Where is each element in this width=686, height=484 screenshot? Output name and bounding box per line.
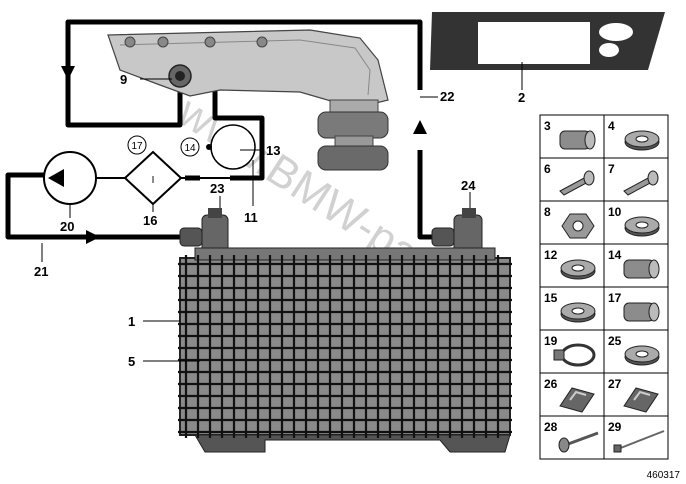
part-cell-29: 29 — [603, 415, 669, 460]
callout-20: 20 — [60, 219, 74, 234]
callout-11: 11 — [244, 210, 258, 225]
callout-24: 24 — [461, 178, 476, 193]
oil-line-11a — [212, 85, 265, 181]
filter-symbol-text: I — [152, 175, 155, 186]
callout-22: 22 — [440, 89, 454, 104]
part-number: 19 — [544, 334, 558, 348]
parts-grid: 3 4 6 7 8 10 12 14 15 17 19 25 26 27 28 29 — [539, 114, 669, 460]
radiator-mesh — [178, 255, 512, 438]
part-number: 27 — [608, 377, 622, 391]
part-number: 7 — [608, 162, 615, 176]
pump-symbol-20 — [43, 151, 125, 205]
part-number: 26 — [544, 377, 558, 391]
callouts: 9 22 2 13 11 16 20 21 23 24 1 5 — [34, 72, 525, 369]
callout-9: 9 — [120, 72, 127, 87]
flow-arrow-22 — [413, 120, 427, 134]
part-number: 12 — [544, 248, 558, 262]
part-number: 3 — [544, 119, 551, 133]
gasket-2 — [430, 12, 665, 70]
part-number: 28 — [544, 420, 558, 434]
part-number: 10 — [608, 205, 622, 219]
callout-13: 13 — [266, 143, 280, 158]
part-cell-28: 28 — [539, 415, 605, 460]
part-number: 29 — [608, 420, 622, 434]
circled-label-17-text: 17 — [131, 141, 143, 152]
part-cell-19: 19 — [539, 329, 605, 374]
circled-label-14 — [180, 137, 200, 157]
oil-line-21 — [5, 172, 95, 240]
part-number: 25 — [608, 334, 622, 348]
part-cell-26: 26 — [539, 372, 605, 417]
pressure-dot — [206, 144, 212, 150]
callout-2: 2 — [518, 90, 525, 105]
part-number: 15 — [544, 291, 558, 305]
part-number: 6 — [544, 162, 551, 176]
oil-cooler-radiator — [178, 247, 512, 453]
part-cell-15: 15 — [539, 286, 605, 331]
part-number: 4 — [608, 119, 615, 133]
callout-23: 23 — [210, 181, 224, 196]
callout-1: 1 — [128, 314, 135, 329]
callout-leaders — [41, 62, 523, 362]
callout-21: 21 — [34, 264, 48, 279]
part-number: 17 — [608, 291, 622, 305]
circled-label-17 — [127, 135, 147, 155]
part-cell-17: 17 — [603, 286, 669, 331]
part-cell-10: 10 — [603, 200, 669, 245]
pressure-symbol-13 — [210, 124, 256, 170]
flow-arrow-left — [61, 66, 75, 80]
callout-16: 16 — [143, 213, 157, 228]
part-number: 8 — [544, 205, 551, 219]
oil-filter-housing — [107, 29, 389, 109]
oil-line-22 — [417, 150, 435, 240]
part-cell-14: 14 — [603, 243, 669, 288]
filter-cartridge — [317, 99, 389, 171]
part-cell-6: 6 — [539, 157, 605, 202]
circled-label-14-text: 14 — [184, 143, 196, 154]
part-cell-12: 12 — [539, 243, 605, 288]
fitting-24 — [431, 208, 483, 256]
part-number: 14 — [608, 248, 622, 262]
callout-5: 5 — [128, 354, 135, 369]
filter-symbol-16: I — [123, 150, 230, 206]
image-number: 460317 — [647, 470, 681, 481]
flow-arrow-21 — [86, 230, 100, 244]
